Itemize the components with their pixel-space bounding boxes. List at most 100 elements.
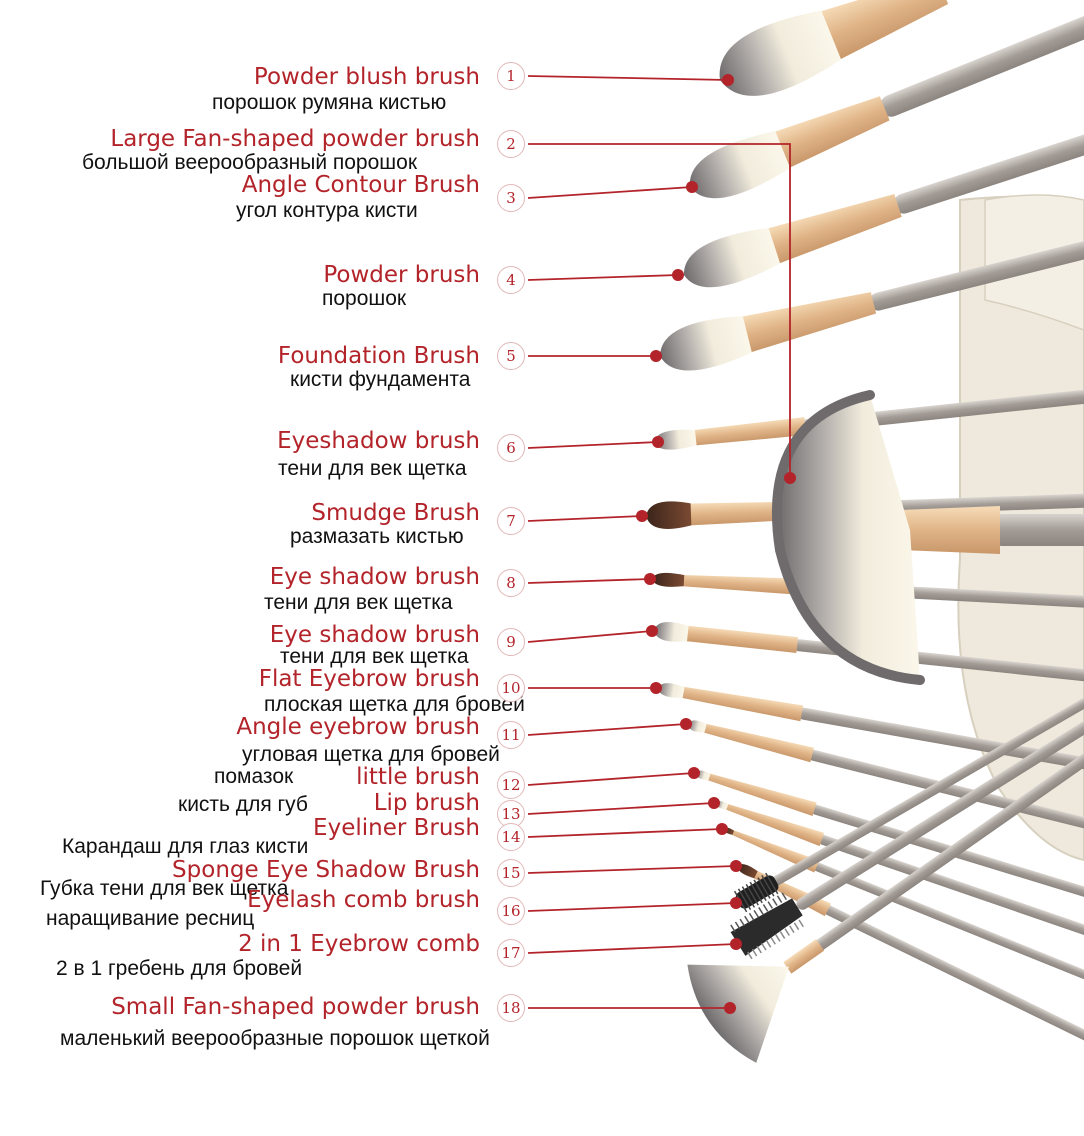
leader-dot (730, 938, 742, 950)
leader-lines (527, 74, 796, 1014)
brush-name-ru: наращивание ресниц (46, 907, 255, 930)
leader-dot (644, 573, 656, 585)
flat-eyebrow-brush (658, 683, 1084, 822)
leader-dot (730, 897, 742, 909)
brush-name-ru: порошок румяна кистью (212, 91, 447, 114)
leader-dot (646, 625, 658, 637)
brush-name-en: Angle Contour Brush (241, 172, 480, 198)
leader-line (527, 865, 737, 874)
leader-dot (636, 510, 648, 522)
leader-dot (708, 797, 720, 809)
leader-line (527, 75, 729, 81)
brush-number-badge: 9 (497, 628, 525, 656)
brush-number-badge: 4 (497, 266, 525, 294)
brush-name-en: Powder brush (323, 262, 480, 288)
brush-number-badge: 17 (497, 939, 525, 967)
leader-line (527, 515, 643, 522)
brush-name-ru: угол контура кисти (236, 199, 418, 222)
angle-contour-brush (689, 0, 1084, 199)
brush-name-ru: плоская щетка для бровей (264, 693, 525, 716)
brush-name-en: Angle eyebrow brush (236, 714, 480, 740)
brush-number-badge: 5 (497, 342, 525, 370)
leader-dot (686, 181, 698, 193)
leader-line (527, 723, 687, 736)
brush-name-en: Eye shadow brush (269, 564, 480, 590)
brush-name-en: little brush (356, 764, 480, 790)
powder-brush (683, 14, 1084, 288)
brush-name-en: Powder blush brush (253, 64, 480, 90)
brush-name-ru: большой веерообразный порошок (82, 151, 418, 174)
leader-line (527, 802, 715, 815)
brush-number-badge: 15 (497, 859, 525, 887)
brush-name-en: Eye shadow brush (269, 622, 480, 648)
leader-line (527, 902, 737, 912)
brush-name-en: Large Fan-shaped powder brush (110, 126, 480, 152)
leader-dot (784, 472, 796, 484)
leader-line (527, 578, 651, 584)
foundation-brush (660, 151, 1084, 371)
brush-name-ru: кисти фундамента (290, 368, 471, 391)
brush-name-en: Smudge Brush (311, 500, 480, 526)
brush-name-en: Foundation Brush (277, 343, 480, 369)
leader-line (527, 274, 679, 281)
brush-name-ru: размазать кистью (290, 525, 464, 548)
brush-set (646, 0, 1084, 1136)
brush-number-badge: 6 (497, 434, 525, 462)
brush-number-badge: 3 (497, 184, 525, 212)
leader-dot (716, 823, 728, 835)
brush-name-en: Small Fan-shaped powder brush (111, 994, 480, 1020)
leader-dot (652, 436, 664, 448)
brush-number-badge: 11 (497, 721, 525, 749)
small-fan-brush (687, 735, 1084, 1063)
brush-name-en: 2 in 1 Eyebrow comb (238, 931, 480, 957)
leader-dot (650, 350, 662, 362)
brush-name-ru: кисть для губ (178, 793, 308, 816)
leader-line (527, 772, 695, 786)
leader-line (527, 186, 693, 199)
brush-name-ru: Карандаш для глаз кисти (62, 835, 309, 858)
brush-name-ru: помазок (214, 765, 294, 788)
brush-number-badge: 1 (497, 62, 525, 90)
brush-name-ru: маленький веерообразные порошок щеткой (60, 1027, 490, 1050)
eyebrow-comb (730, 649, 1084, 960)
brush-name-ru: тени для век щетка (264, 591, 453, 614)
powder-blush-brush (719, 0, 949, 96)
brush-name-ru: тени для век щетка (280, 645, 469, 668)
brush-number-badge: 7 (497, 507, 525, 535)
leader-line (527, 828, 723, 838)
leader-dot (724, 1002, 736, 1014)
large-fan-brush (771, 390, 1084, 685)
brush-number-badge: 2 (497, 130, 525, 158)
brush-name-en: Eyelash comb brush (247, 887, 480, 913)
brush-number-badge: 14 (497, 823, 525, 851)
eye-shadow-brush-8 (652, 572, 1084, 624)
brush-number-badge: 16 (497, 897, 525, 925)
brush-name-ru: 2 в 1 гребень для бровей (56, 957, 303, 980)
leader-line (527, 630, 653, 643)
leader-dot (650, 682, 662, 694)
brush-name-ru: тени для век щетка (278, 457, 467, 480)
brush-number-badge: 12 (497, 771, 525, 799)
brush-number-badge: 18 (497, 994, 525, 1022)
leader-dot (688, 767, 700, 779)
leader-line (527, 943, 737, 954)
eyeshadow-brush (654, 357, 1084, 450)
leader-dot (722, 74, 734, 86)
brush-name-en: Flat Eyebrow brush (258, 666, 480, 692)
brush-name-en: Eyeshadow brush (277, 428, 480, 454)
leader-dot (680, 718, 692, 730)
leader-line (527, 441, 659, 449)
brush-name-en: Sponge Eye Shadow Brush (172, 857, 480, 883)
brush-name-en: Lip brush (373, 790, 480, 816)
brush-name-ru: порошок (322, 287, 407, 310)
brush-name-ru: Губка тени для век щетка (40, 877, 289, 900)
brush-name-ru: угловая щетка для бровей (242, 743, 500, 766)
angle-eyebrow-brush (687, 720, 1084, 904)
leader-dot (730, 860, 742, 872)
brush-number-badge: 10 (497, 674, 525, 702)
brush-name-en: Eyeliner Brush (313, 815, 480, 841)
leader-dot (672, 269, 684, 281)
leader-line (528, 143, 791, 478)
